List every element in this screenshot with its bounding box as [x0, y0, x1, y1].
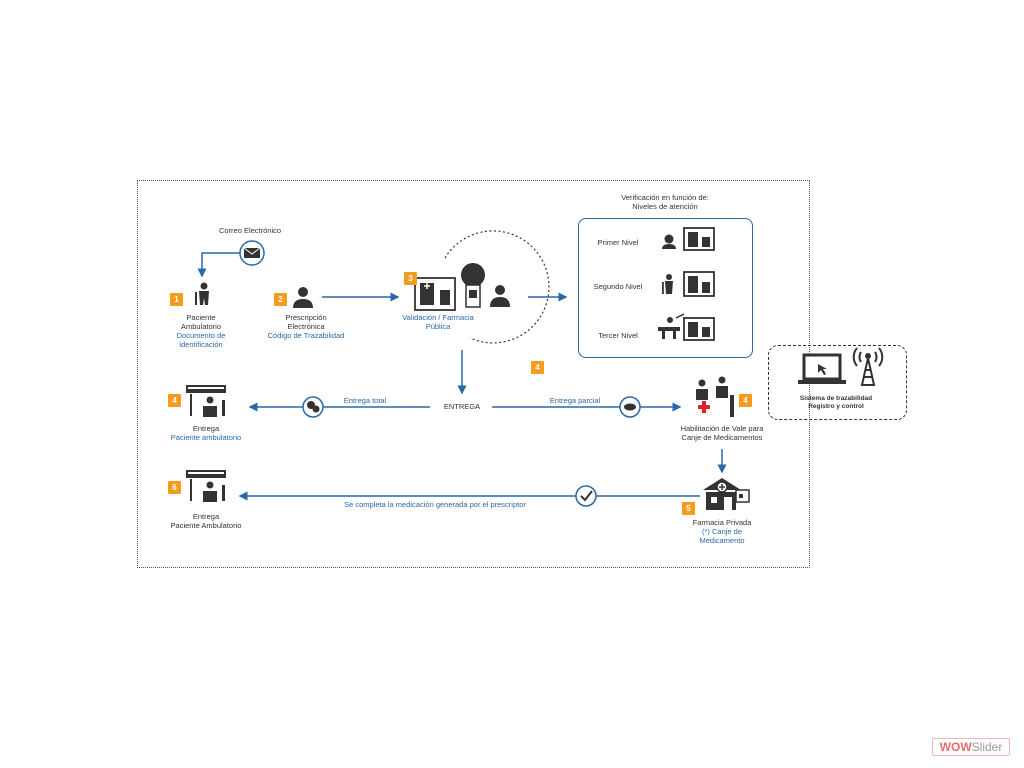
step-3-line2: Pública	[425, 322, 451, 331]
first-level-building-icon	[683, 227, 715, 251]
step-6-badge: 6	[168, 481, 181, 494]
patient-crutch-icon	[195, 282, 209, 305]
step-2-badge: 2	[274, 293, 287, 306]
watermark-part2: Slider	[971, 740, 1003, 754]
levels-title-line2: Niveles de atención	[632, 202, 698, 211]
system-box	[768, 345, 907, 420]
antenna-icon	[852, 347, 884, 386]
levels-title: Verificación en función de: Niveles de a…	[600, 193, 730, 211]
level-second-label: Segundo Nivel	[593, 282, 643, 291]
step-3-line1: Validación / Farmacia	[402, 313, 474, 322]
step-4-right-badge: 4	[739, 394, 752, 407]
laptop-icon	[798, 353, 846, 384]
step-5-line1: Farmacia Privada	[692, 518, 752, 527]
pill-total-icon	[302, 396, 324, 418]
second-level-patient-icon	[662, 274, 673, 294]
pharmacy-counter-icon	[186, 385, 226, 417]
system-line2: Registro y control	[808, 403, 864, 410]
system-label: Sistema de trazabilidad Registro y contr…	[776, 395, 896, 411]
levels-title-line1: Verificación en función de:	[621, 193, 709, 202]
arrow-email-to-patient	[197, 252, 240, 278]
watermark-logo[interactable]: WOWSlider	[932, 738, 1010, 756]
step-4-left-line2: Paciente ambulatorio	[170, 433, 242, 442]
pill-partial-icon	[619, 396, 641, 418]
step-2-line3: Código de Trazabilidad	[267, 331, 345, 340]
hospital-icon	[414, 277, 456, 311]
step-1-line2: Ambulatorio	[180, 322, 222, 331]
third-level-surgery-icon	[658, 313, 685, 339]
step-1-line3: Documento de	[176, 331, 226, 340]
first-level-person-icon	[662, 234, 676, 249]
step-4-left-line1: Entrega	[192, 424, 220, 433]
step-2-line1: Prescripción	[285, 313, 327, 322]
step-3-badge: 3	[404, 272, 417, 285]
system-line1: Sistema de trazabilidad	[799, 395, 873, 402]
private-pharmacy-icon	[703, 478, 750, 510]
level-first-label: Primer Nivel	[597, 238, 639, 247]
envelope-icon	[239, 240, 265, 266]
step-4-right-line2: Canje de Medicamentos	[681, 433, 763, 442]
step-6-label: Entrega Paciente Ambulatorio	[160, 512, 252, 530]
step-6-line1: Entrega	[192, 512, 220, 521]
email-label: Correo Electrónico	[218, 226, 282, 235]
second-level-building-icon	[683, 271, 715, 297]
step-4-right-label: Habilitación de Vale para Canje de Medic…	[668, 424, 776, 442]
step-1-badge: 1	[170, 293, 183, 306]
entrega-parcial-label: Entrega parcial	[549, 396, 601, 405]
step-6-line2: Paciente Ambulatorio	[170, 521, 242, 530]
step-2-label: Prescripción Electrónica Código de Traza…	[258, 313, 354, 340]
step-1-line1: Paciente	[186, 313, 216, 322]
step-2-line2: Electrónica	[287, 322, 325, 331]
step-1-line4: identificación	[179, 340, 223, 349]
entrega-label: ENTREGA	[443, 402, 481, 411]
step-4-left-label: Entrega Paciente ambulatorio	[160, 424, 252, 442]
step-1-label: Paciente Ambulatorio Documento de identi…	[166, 313, 236, 349]
step-5-line2: (*) Canje de	[701, 527, 743, 536]
doctor-icon	[293, 287, 313, 308]
step-4-left-badge: 4	[168, 394, 181, 407]
check-circle-icon	[575, 485, 597, 507]
voucher-handover-icon	[696, 376, 734, 417]
step-3-label: Validación / Farmacia Pública	[398, 313, 478, 331]
step-5-line3: Medicamento	[699, 536, 745, 545]
pharmacist-icon	[490, 285, 510, 307]
step-4-right-line1: Habilitación de Vale para	[680, 424, 764, 433]
entrega-total-label: Entrega total	[343, 396, 387, 405]
levels-box	[578, 218, 753, 358]
third-level-building-icon	[683, 317, 715, 341]
mobile-check-icon	[461, 263, 485, 308]
center-badge: 4	[531, 361, 544, 374]
level-third-label: Tercer Nivel	[598, 331, 638, 340]
completa-label: Se completa la medicación generada por e…	[344, 500, 526, 509]
step-5-badge: 5	[682, 502, 695, 515]
pharmacy-counter-icon-2	[186, 470, 226, 502]
watermark-part1: WOW	[939, 740, 972, 754]
step-5-label: Farmacia Privada (*) Canje de Medicament…	[678, 518, 766, 545]
